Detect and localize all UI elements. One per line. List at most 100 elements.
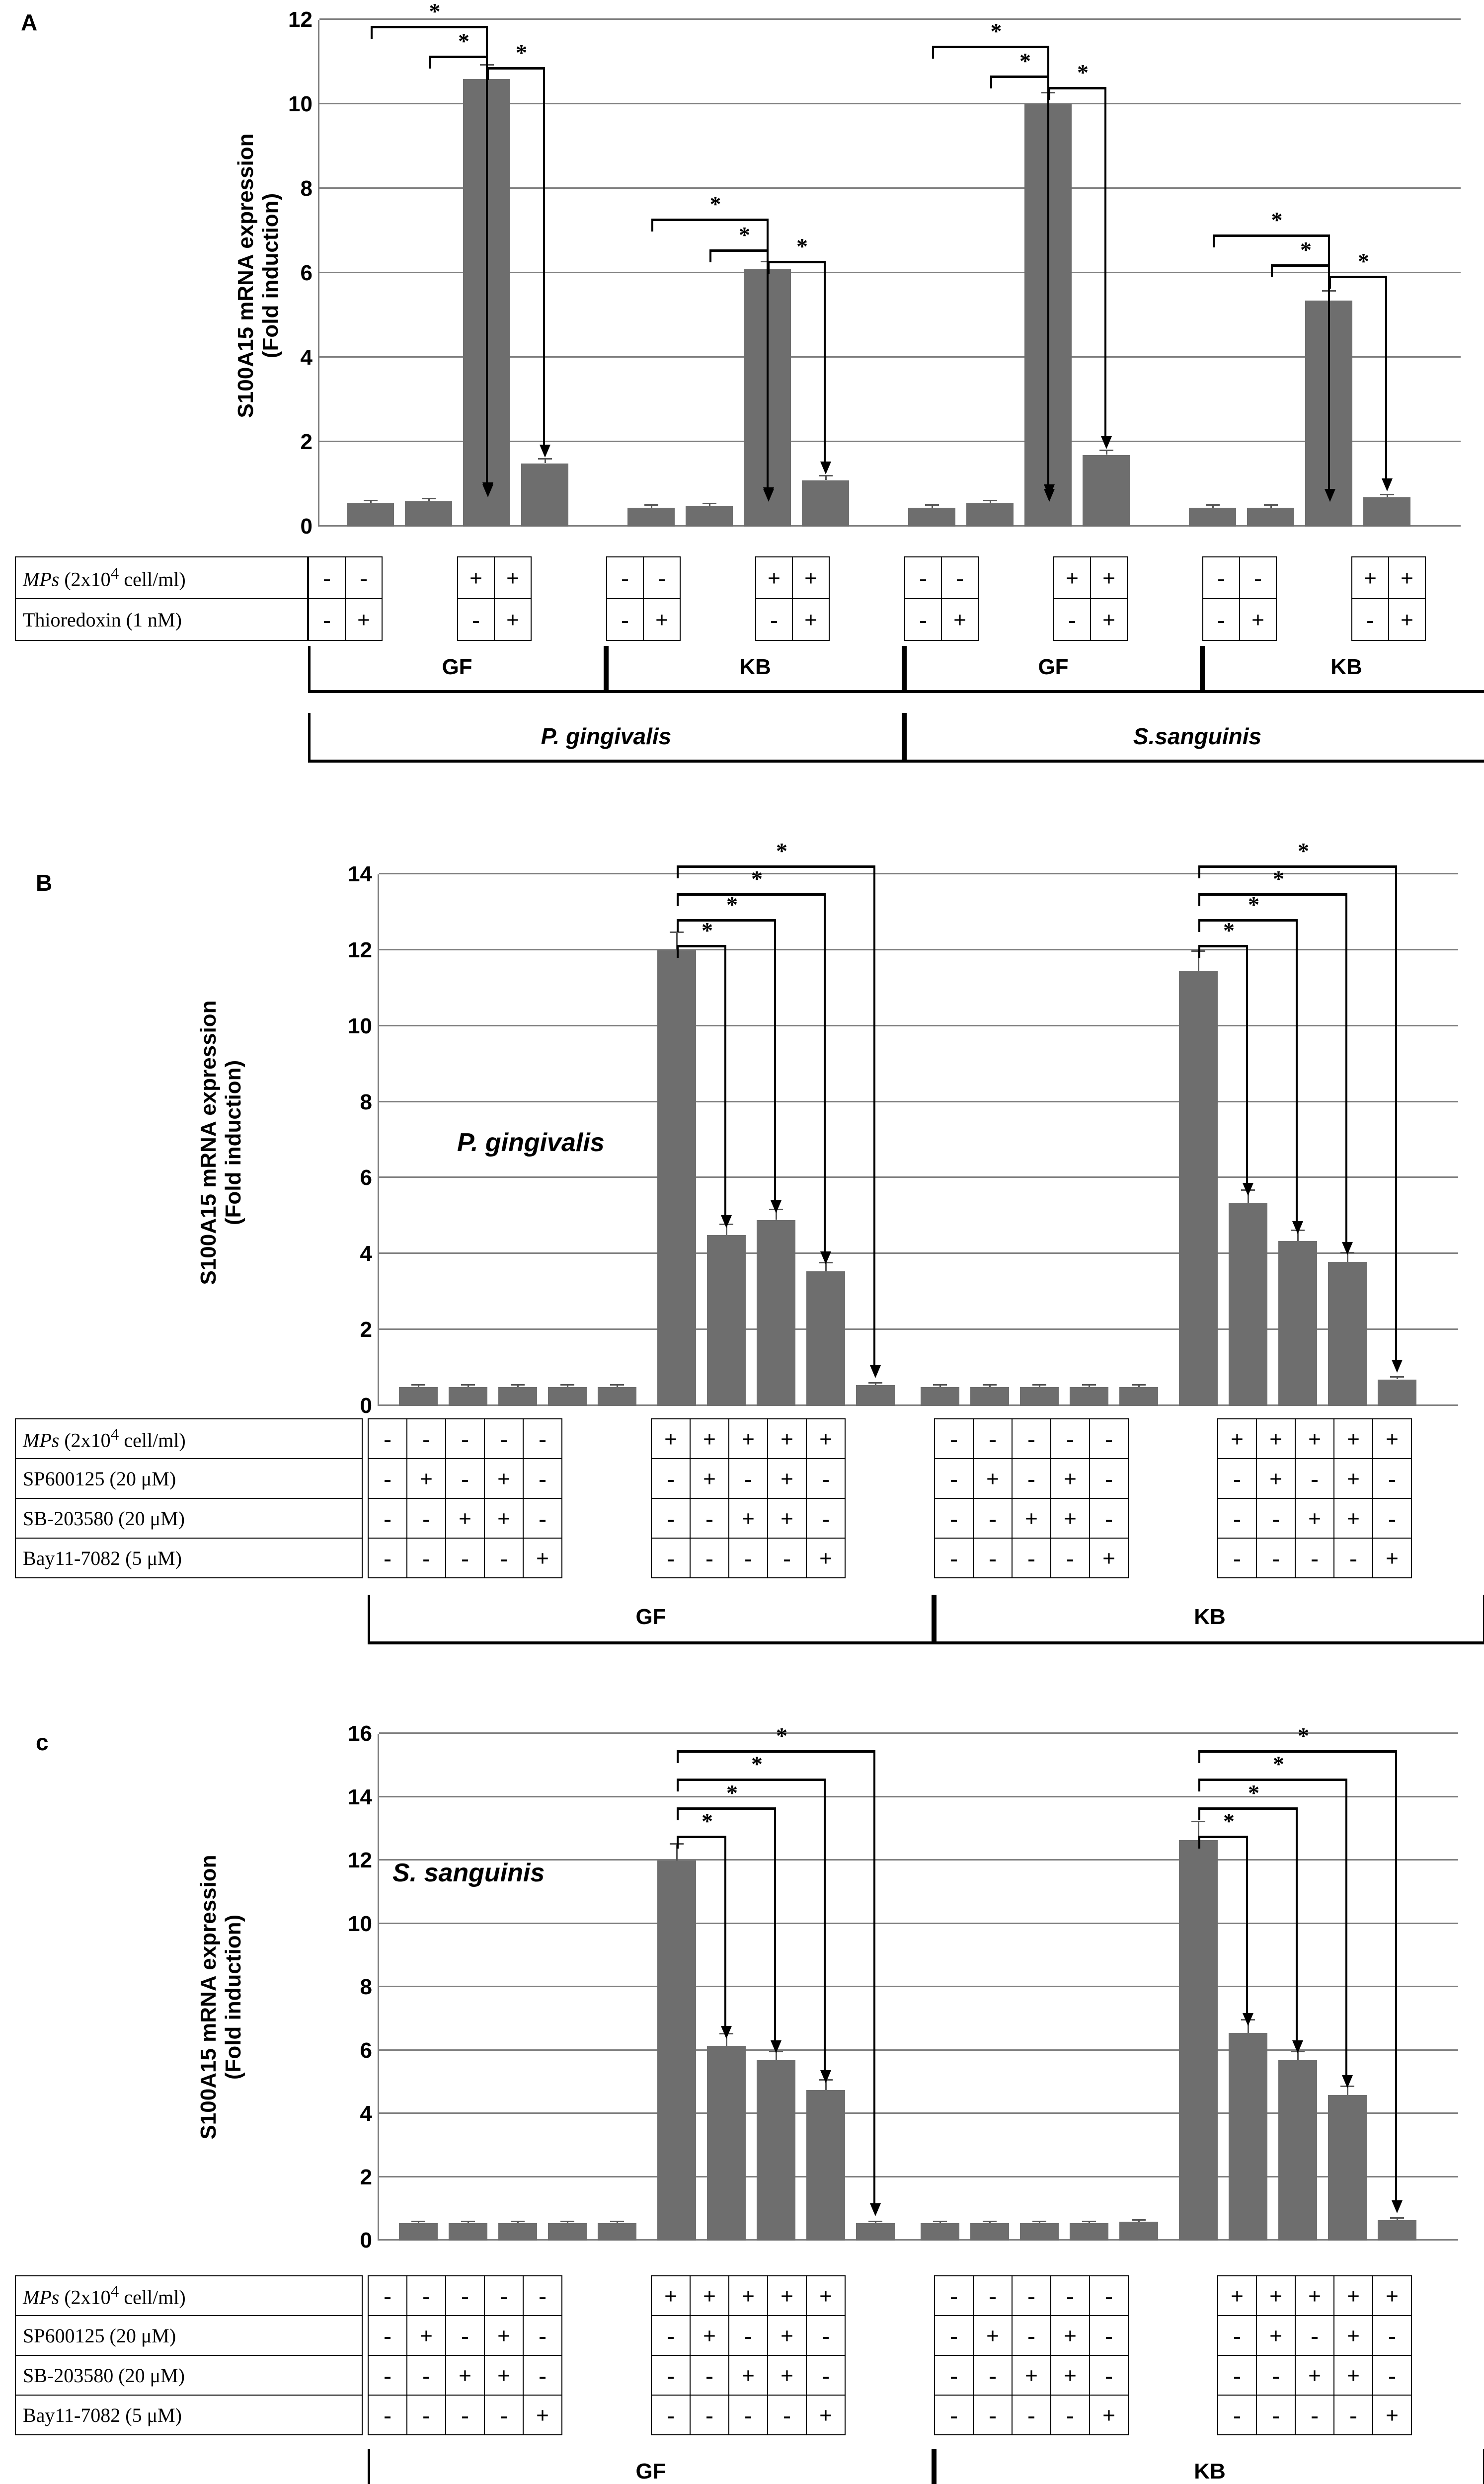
bar <box>548 1387 587 1406</box>
condition-cell: - <box>406 1498 446 1539</box>
arrow-head-icon <box>539 444 550 458</box>
error-bar-cap <box>461 2221 475 2223</box>
error-bar-cap <box>933 1384 947 1386</box>
gridline <box>319 103 1461 104</box>
significance-star: * <box>429 0 441 24</box>
condition-value-row: ----+ <box>934 1538 1129 1578</box>
gridline <box>379 2112 1458 2114</box>
condition-cell: - <box>1295 2395 1334 2435</box>
condition-value-row: ----- <box>934 2275 1129 2316</box>
condition-value-block: +++++-+-+---++-----+ <box>1217 1418 1412 1578</box>
arrow-head-icon <box>721 2025 732 2039</box>
condition-cell: + <box>728 2275 768 2316</box>
bracket-horizontal <box>677 865 875 868</box>
panel-b-y-axis-label-line1: S100A15 mRNA expression <box>196 1000 221 1285</box>
condition-value-row: -+-+- <box>651 2315 846 2356</box>
error-bar <box>428 498 430 501</box>
condition-value-block: ---+ <box>606 556 681 641</box>
bar <box>966 503 1014 527</box>
bar <box>657 1861 696 2241</box>
condition-cell: - <box>1239 556 1277 599</box>
bracket-arrow-stem <box>1395 1750 1397 2201</box>
condition-cell: - <box>1217 2355 1257 2396</box>
bracket-left-stem <box>428 56 431 69</box>
error-bar-cap <box>818 475 833 477</box>
error-bar <box>825 1261 827 1271</box>
condition-cell: - <box>1089 2355 1129 2396</box>
condition-cell: + <box>806 2395 846 2435</box>
condition-cell: + <box>973 1458 1013 1499</box>
bracket-left-stem <box>370 26 373 39</box>
condition-value-row: ----+ <box>934 2395 1129 2435</box>
condition-value-row: -+-+- <box>934 1458 1129 1499</box>
condition-cell: + <box>767 2355 807 2396</box>
group-bracket <box>308 713 904 763</box>
condition-cell: - <box>445 1418 485 1459</box>
condition-cell: - <box>1012 1538 1051 1578</box>
significance-bracket <box>1198 1750 1403 2213</box>
condition-cell: - <box>1089 1498 1129 1539</box>
gridline <box>319 272 1461 273</box>
condition-cell: - <box>1217 2315 1257 2356</box>
bracket-left-stem <box>1198 919 1200 932</box>
error-bar-cap <box>461 1384 475 1386</box>
condition-value-row: -+-+- <box>934 2315 1129 2356</box>
condition-cell: - <box>934 1458 974 1499</box>
condition-cell: + <box>1372 1538 1412 1578</box>
condition-cell: + <box>1372 2275 1412 2316</box>
panel-c-y-axis-label-line2: (Fold induction) <box>221 1914 245 2080</box>
bar <box>856 1385 895 1406</box>
condition-value-row: +++++ <box>1217 2275 1412 2316</box>
condition-value-block: ++-+ <box>1053 556 1128 641</box>
condition-cell: - <box>1012 1418 1051 1459</box>
condition-cell: + <box>1333 2355 1373 2396</box>
condition-cell: + <box>1256 1458 1296 1499</box>
condition-cell: + <box>767 1498 807 1539</box>
bracket-arrow-stem <box>873 865 875 1366</box>
condition-cell: - <box>728 1538 768 1578</box>
bracket-horizontal <box>677 919 776 922</box>
bracket-horizontal <box>709 249 769 252</box>
group-bracket <box>368 1595 934 1644</box>
error-bar-cap <box>644 504 658 506</box>
bracket-left-stem <box>932 46 934 59</box>
bar <box>1119 1387 1158 1406</box>
group-bracket <box>368 2449 934 2484</box>
condition-cell: - <box>1089 2315 1129 2356</box>
condition-value-block: ------+-+---++-----+ <box>368 2275 562 2435</box>
condition-cell: - <box>1217 1538 1257 1578</box>
bracket-horizontal <box>651 219 769 221</box>
condition-cell: + <box>523 1538 562 1578</box>
bar <box>802 480 849 527</box>
bracket-arrow-stem <box>1328 264 1330 490</box>
condition-value-block: ++-+ <box>755 556 830 641</box>
condition-row-label: SP600125 (20 μM) <box>15 1458 363 1499</box>
condition-value-block: +++++-+-+---++-----+ <box>651 1418 846 1578</box>
panel-a: A S100A15 mRNA expression (Fold inductio… <box>0 0 1484 835</box>
bracket-left-stem <box>1198 1779 1200 1791</box>
bracket-horizontal <box>677 893 826 896</box>
error-bar-cap <box>511 1384 525 1386</box>
condition-cell: - <box>406 2275 446 2316</box>
condition-value-row: ----+ <box>651 2395 846 2435</box>
error-bar <box>931 504 933 508</box>
error-bar <box>1270 504 1272 508</box>
condition-value-block: +++++-+-+---++-----+ <box>651 2275 846 2435</box>
condition-cell: - <box>904 598 942 641</box>
condition-value-row: -- <box>308 556 383 599</box>
condition-row-label: SB-203580 (20 μM) <box>15 1498 363 1539</box>
condition-value-row: --++- <box>1217 2355 1412 2396</box>
condition-cell: - <box>484 2275 524 2316</box>
condition-cell: - <box>406 1538 446 1578</box>
condition-cell: - <box>767 2395 807 2435</box>
bar <box>686 506 733 527</box>
significance-star: * <box>1298 838 1309 863</box>
bracket-arrow-stem <box>1345 1779 1347 2076</box>
significance-star: * <box>1223 1808 1235 1834</box>
bracket-arrow-stem <box>1345 893 1347 1243</box>
condition-cell: - <box>457 598 495 641</box>
condition-label-table: MPs (2x104 cell/ml)SP600125 (20 μM)SB-20… <box>15 1418 363 1578</box>
significance-bracket <box>677 1779 831 2084</box>
arrow-head-icon <box>1392 1359 1403 1373</box>
